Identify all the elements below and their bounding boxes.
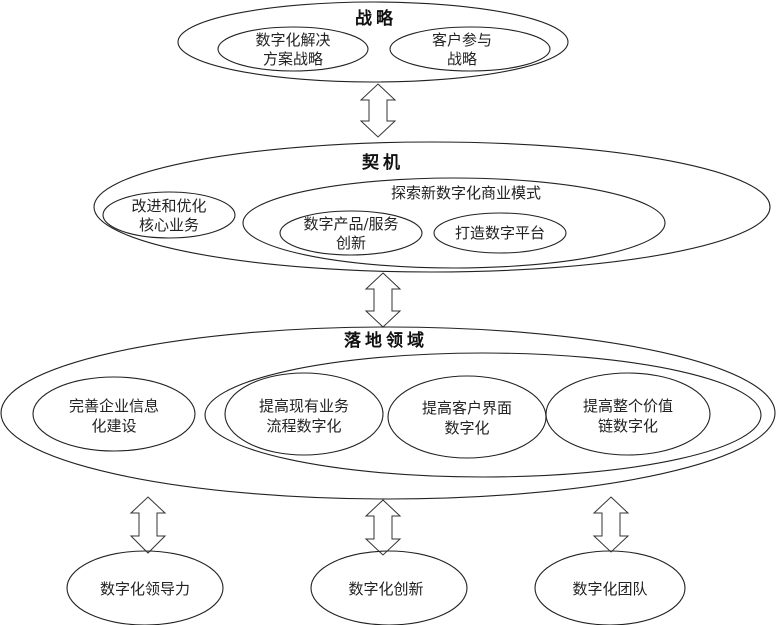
strategy-item-customer-engagement-line2: 战略 <box>447 50 477 68</box>
capability-innovation-ellipse <box>310 550 468 625</box>
landing-item-customer-interface-line2: 数字化 <box>444 419 489 437</box>
opportunity-item-core-business <box>102 191 236 239</box>
bidirectional-arrow-icon <box>592 496 630 553</box>
opportunity-item-core-business-line2: 核心业务 <box>139 216 199 234</box>
landing-item-customer-interface-line1: 提高客户界面 <box>422 399 512 417</box>
bidirectional-arrow-icon <box>129 496 167 554</box>
strategy-item-digital-solution-line1: 数字化解决 <box>255 31 330 49</box>
landing-item-enterprise-it <box>32 376 196 452</box>
capability-innovation-label: 数字化创新 <box>348 580 423 598</box>
opportunity-item-product-service-innovation-line1: 数字产品/服务 <box>303 215 398 233</box>
opportunity-item-digital-platform-label: 打造数字平台 <box>455 224 545 242</box>
strategy-ellipse <box>177 1 569 83</box>
landing-layer: 落地领域 完善企业信息 化建设 提高现有业务 流程数字化 提高客户界面 数字化 … <box>0 326 776 500</box>
landing-group-ellipse <box>204 352 762 478</box>
opportunity-layer: 契机 改进和优化 核心业务 探索新数字化商业模式 数字产品/服务 创新 打造数字… <box>93 141 771 273</box>
opportunity-item-product-service-innovation-line2: 创新 <box>336 234 366 252</box>
landing-item-enterprise-it-line1: 完善企业信息 <box>69 397 159 415</box>
opportunity-item-core-business-line1: 改进和优化 <box>131 197 206 215</box>
capability-leadership-ellipse <box>66 550 224 625</box>
opportunity-item-product-service-innovation <box>279 210 423 256</box>
strategy-title: 战略 <box>355 8 397 29</box>
capability-leadership-label: 数字化领导力 <box>100 580 190 598</box>
capability-team-label: 数字化团队 <box>572 580 647 598</box>
strategy-item-digital-solution <box>217 26 369 72</box>
landing-item-process-digitalization <box>224 372 384 456</box>
landing-item-process-digitalization-line2: 流程数字化 <box>266 417 341 435</box>
landing-title: 落地领域 <box>344 330 428 351</box>
strategy-item-customer-engagement-line1: 客户参与 <box>432 31 492 49</box>
landing-item-process-digitalization-line1: 提高现有业务 <box>259 397 349 415</box>
bidirectional-arrow-icon <box>364 499 402 556</box>
landing-item-enterprise-it-line2: 化建设 <box>91 417 136 435</box>
landing-item-value-chain-line1: 提高整个价值 <box>583 397 673 415</box>
capability-team-ellipse <box>534 550 686 625</box>
bidirectional-arrow-icon <box>359 83 397 138</box>
opportunity-title: 契机 <box>361 152 404 173</box>
bidirectional-arrow-icon <box>364 272 402 328</box>
strategy-item-digital-solution-line2: 方案战略 <box>263 50 323 68</box>
landing-item-customer-interface <box>387 375 547 459</box>
strategy-layer: 战略 数字化解决 方案战略 客户参与 战略 <box>177 1 569 83</box>
opportunity-ellipse <box>93 141 771 273</box>
landing-ellipse <box>0 326 776 500</box>
new-business-model-group-title: 探索新数字化商业模式 <box>391 184 541 202</box>
strategy-item-customer-engagement <box>389 26 551 72</box>
landing-item-value-chain-line2: 链数字化 <box>598 417 658 435</box>
capabilities-layer: 数字化领导力 数字化创新 数字化团队 <box>66 550 686 625</box>
new-business-model-group-ellipse <box>242 177 666 269</box>
landing-item-value-chain <box>545 372 711 456</box>
opportunity-item-digital-platform <box>433 212 567 254</box>
